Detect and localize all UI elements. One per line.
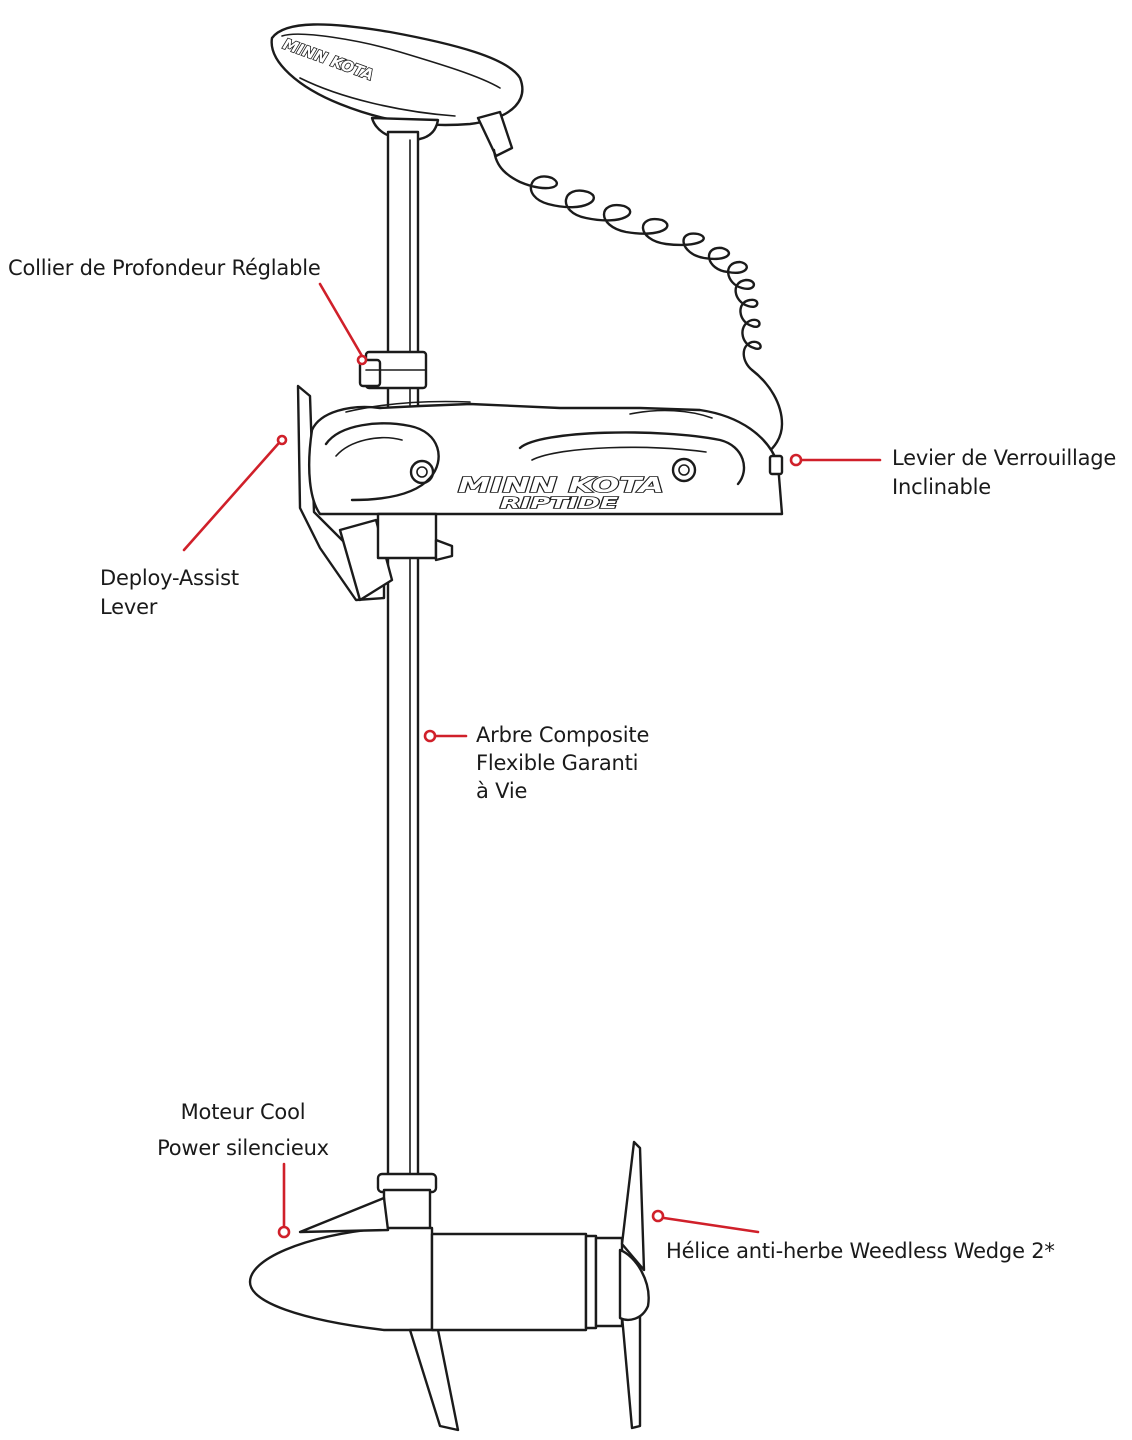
- composite-shaft-leader-dot: [423, 729, 437, 743]
- composite-shaft-label-line2: Flexible Garanti: [476, 751, 639, 775]
- weedless-prop-label-line1: Hélice anti-herbe Weedless Wedge 2*: [666, 1239, 1055, 1263]
- composite-shaft-label-line3: à Vie: [476, 779, 528, 803]
- cool-power-motor-label: Moteur Cool Power silencieux: [148, 1094, 338, 1166]
- riptide-mount: MINN KOTA RIPTIDE: [296, 384, 784, 602]
- composite-shaft-label-line1: Arbre Composite: [476, 723, 650, 747]
- control-head: MINN KOTA: [270, 23, 524, 158]
- tilt-lock-leader-dot: [789, 453, 803, 467]
- cool-power-motor-label-line1: Moteur Cool: [180, 1100, 306, 1124]
- coiled-cable: [492, 148, 784, 456]
- mount-logo-line2: RIPTIDE: [500, 494, 619, 512]
- composite-shaft: [386, 130, 420, 1184]
- cool-power-motor-label-line2: Power silencieux: [157, 1136, 329, 1160]
- deploy-assist-lever-label-line1: Deploy-Assist: [100, 566, 239, 590]
- depth-collar-leader-dot: [356, 354, 368, 366]
- leader-lines: [182, 282, 882, 1239]
- tilt-lock-lever-label: Levier de Verrouillage Inclinable: [892, 444, 1116, 502]
- depth-collar-label-line1: Collier de Profondeur Réglable: [8, 256, 321, 280]
- deploy-assist-lever-label: Deploy-Assist Lever: [100, 564, 239, 622]
- composite-shaft-label: Arbre Composite Flexible Garanti à Vie: [476, 721, 649, 805]
- cool-power-leader-dot: [277, 1225, 291, 1239]
- depth-collar-label: Collier de Profondeur Réglable: [8, 254, 321, 283]
- lower-unit: [248, 1140, 650, 1432]
- deploy-assist-leader: [182, 442, 280, 552]
- deploy-assist-leader-dot: [276, 434, 288, 446]
- tilt-lock-lever-label-line2: Inclinable: [892, 475, 991, 499]
- deploy-assist-lever-label-line2: Lever: [100, 595, 158, 619]
- mount-logo-line1: MINN KOTA: [458, 473, 664, 497]
- depth-collar: [358, 350, 428, 390]
- weedless-prop-leader-dot: [651, 1209, 665, 1223]
- weedless-prop-label: Hélice anti-herbe Weedless Wedge 2*: [666, 1237, 1055, 1266]
- tilt-lock-lever-label-line1: Levier de Verrouillage: [892, 446, 1117, 470]
- depth-collar-leader: [318, 282, 364, 358]
- weedless-prop-leader: [662, 1216, 760, 1234]
